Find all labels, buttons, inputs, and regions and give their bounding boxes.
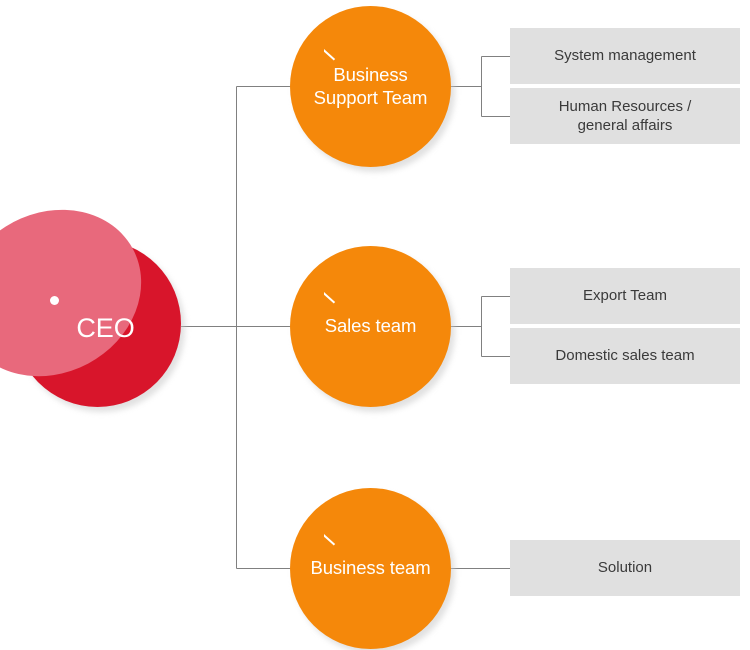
node-fill <box>290 488 451 649</box>
leaf-system-management[interactable]: System management <box>510 28 740 84</box>
node-sales-team-label: Sales team <box>324 315 417 337</box>
leaf-domestic-sales-team-label: Domestic sales team <box>555 347 695 365</box>
leaf-solution-label: Solution <box>597 559 653 577</box>
leaf-export-team[interactable]: Export Team <box>510 268 740 324</box>
tick-mark-icon <box>324 533 337 546</box>
leaf-system-management-label: System management <box>554 47 696 65</box>
leaf-human-resources-label: Human Resources / general affairs <box>558 97 692 135</box>
leaf-export-team-label: Export Team <box>583 287 667 305</box>
node-fill <box>290 246 451 407</box>
node-fill <box>290 6 451 167</box>
bullet-dot-icon <box>50 296 59 305</box>
node-ceo-label: CEO <box>76 313 135 344</box>
tick-mark-icon <box>324 48 337 61</box>
node-business-support-team-label: Business Support Team <box>313 63 428 108</box>
leaf-human-resources[interactable]: Human Resources / general affairs <box>510 88 740 144</box>
leaf-domestic-sales-team[interactable]: Domestic sales team <box>510 328 740 384</box>
leaf-solution[interactable]: Solution <box>510 540 740 596</box>
tick-mark-icon <box>324 291 337 304</box>
node-business-team[interactable]: Business team <box>290 488 455 650</box>
node-business-support-team[interactable]: Business Support Team <box>290 6 455 172</box>
node-sales-team[interactable]: Sales team <box>290 246 455 412</box>
node-ceo[interactable]: CEO <box>0 178 185 412</box>
node-business-team-label: Business team <box>310 557 431 579</box>
